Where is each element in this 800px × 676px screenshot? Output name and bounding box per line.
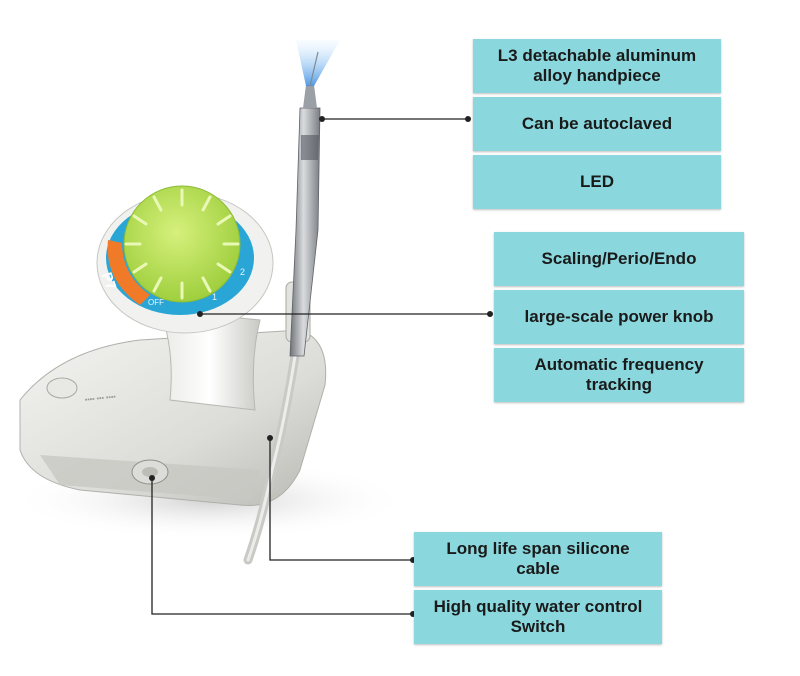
callout-modes: Scaling/Perio/Endo — [494, 232, 744, 286]
handpiece-grip — [301, 135, 319, 160]
base-engraving: ▪▪▪▪ ▪▪▪ ▪▪▪▪ — [84, 394, 116, 404]
scaler-tip — [309, 51, 319, 87]
scale-number-2: 2 — [240, 267, 245, 277]
brand-segment — [107, 240, 150, 305]
off-label: OFF — [148, 298, 164, 307]
callout-knob: large-scale power knob — [494, 290, 744, 344]
power-knob[interactable] — [123, 185, 241, 303]
scale-number-3: 3 — [252, 238, 257, 248]
led-light — [296, 40, 340, 86]
switch-leader-line — [151, 478, 413, 615]
callout-led: LED — [473, 155, 721, 209]
handpiece-tip — [303, 85, 317, 108]
handpiece[interactable] — [289, 107, 321, 357]
callout-switch: High quality water control Switch — [414, 590, 662, 644]
leader-dots — [149, 116, 493, 617]
device-neck — [159, 309, 261, 411]
leader-lines — [151, 118, 490, 615]
cable-leader-line — [269, 438, 413, 561]
callout-cable: Long life span silicone cable — [414, 532, 662, 586]
scale-number-1: 1 — [212, 292, 217, 302]
brand-label: P7 — [99, 270, 120, 292]
callout-handpiece: L3 detachable aluminum alloy handpiece — [473, 39, 721, 93]
callout-autoclave: Can be autoclaved — [473, 97, 721, 151]
knob-ribs — [124, 188, 240, 300]
power-button-icon — [46, 377, 78, 399]
callout-frequency: Automatic frequency tracking — [494, 348, 744, 402]
